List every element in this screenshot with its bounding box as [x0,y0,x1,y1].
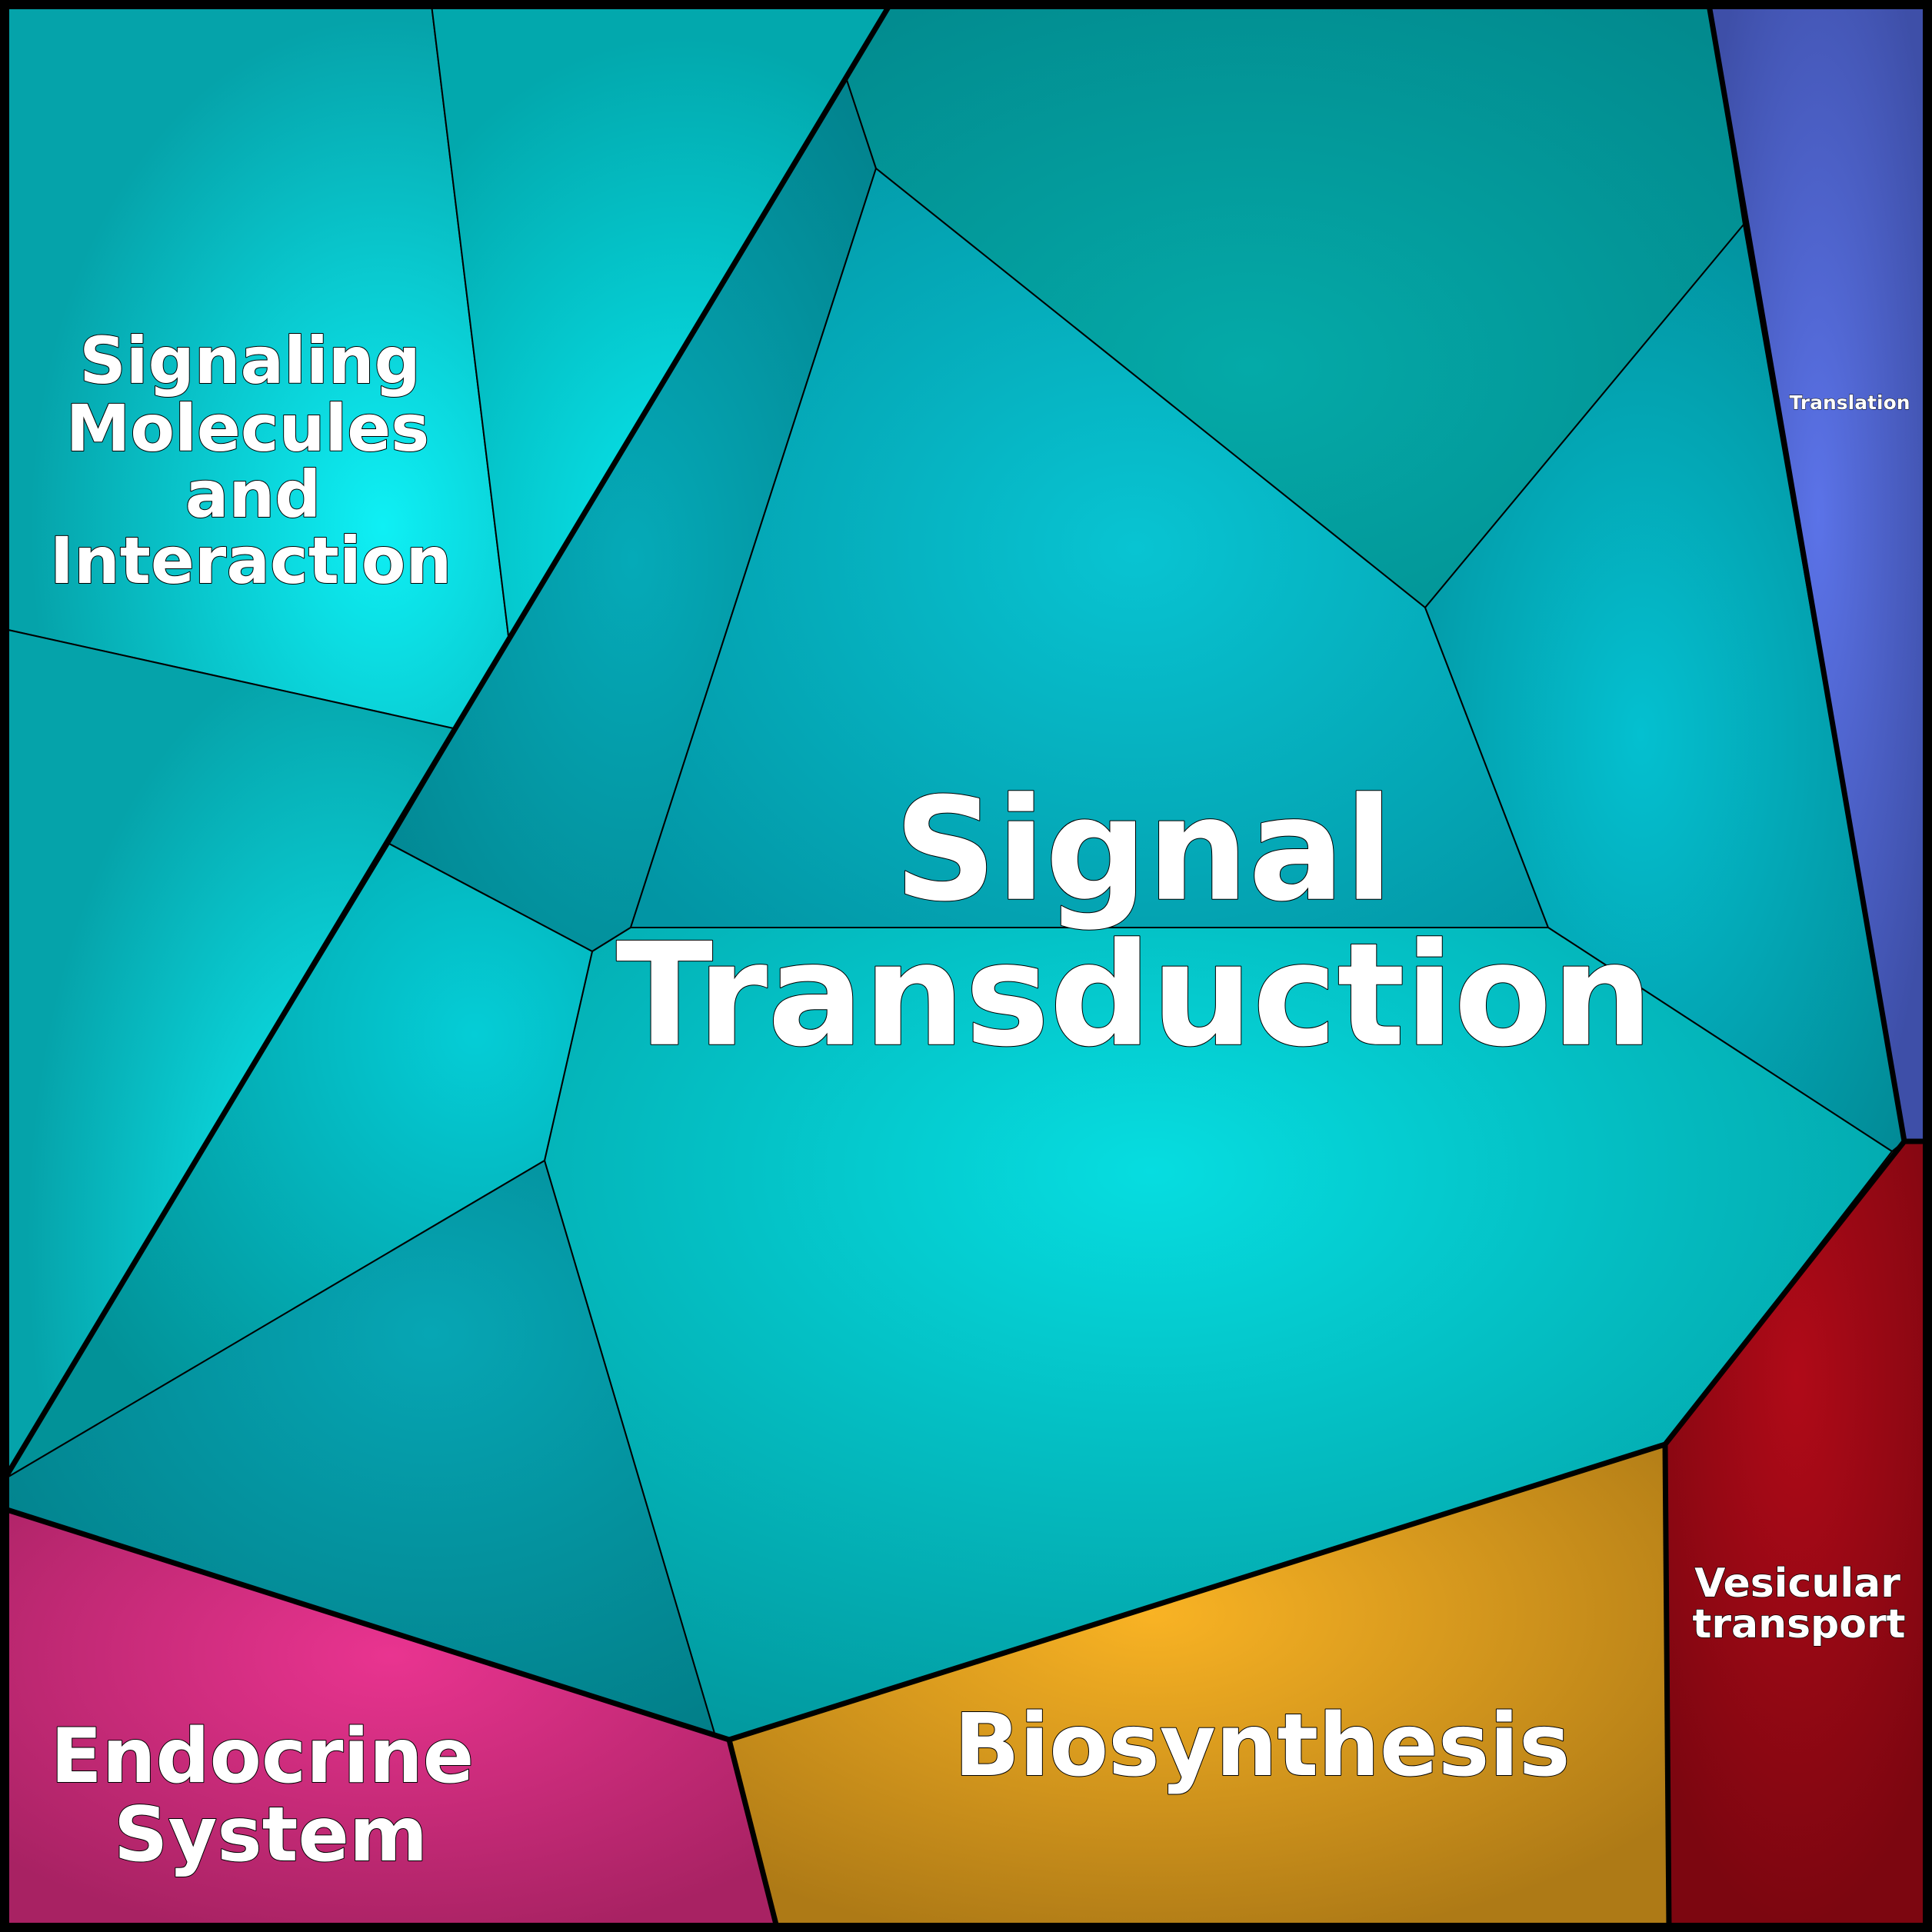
label-biosynthesis: Biosynthesis [954,1696,1570,1796]
label-signaling-line4: Interaction [50,523,452,598]
label-signaling-line2: Molecules [66,391,429,466]
border-signal-bottom [3,1139,1907,1743]
label-endocrine-line2: System [114,1791,428,1879]
group-labels: Signal Transduction Signaling Molecules … [49,322,1910,1880]
label-endocrine-line1: Endocrine [51,1713,474,1800]
border-signal-left [2,3,893,1481]
cell-biosynthesis[interactable] [729,1444,1669,1927]
label-signal-transduction-line1: Signal [894,767,1393,933]
label-signaling-line1: Signaling [79,323,420,398]
cell-endocrine-system[interactable] [5,1509,777,1927]
label-signaling-line3: and [185,457,321,532]
cell-vesicular-transport[interactable] [1665,1141,1927,1927]
label-signal-transduction-line2: Transduction [616,912,1653,1078]
label-vesicular-line1: Vesicular [1694,1561,1900,1607]
border-vesicular [1662,1444,1672,1928]
border-biosynthesis [726,1739,780,1928]
group-signal-transduction [3,4,1906,1741]
cell-translation[interactable] [1709,5,1927,1141]
label-vesicular-line2: transport [1692,1601,1905,1647]
label-translation: Translation [1789,391,1910,414]
